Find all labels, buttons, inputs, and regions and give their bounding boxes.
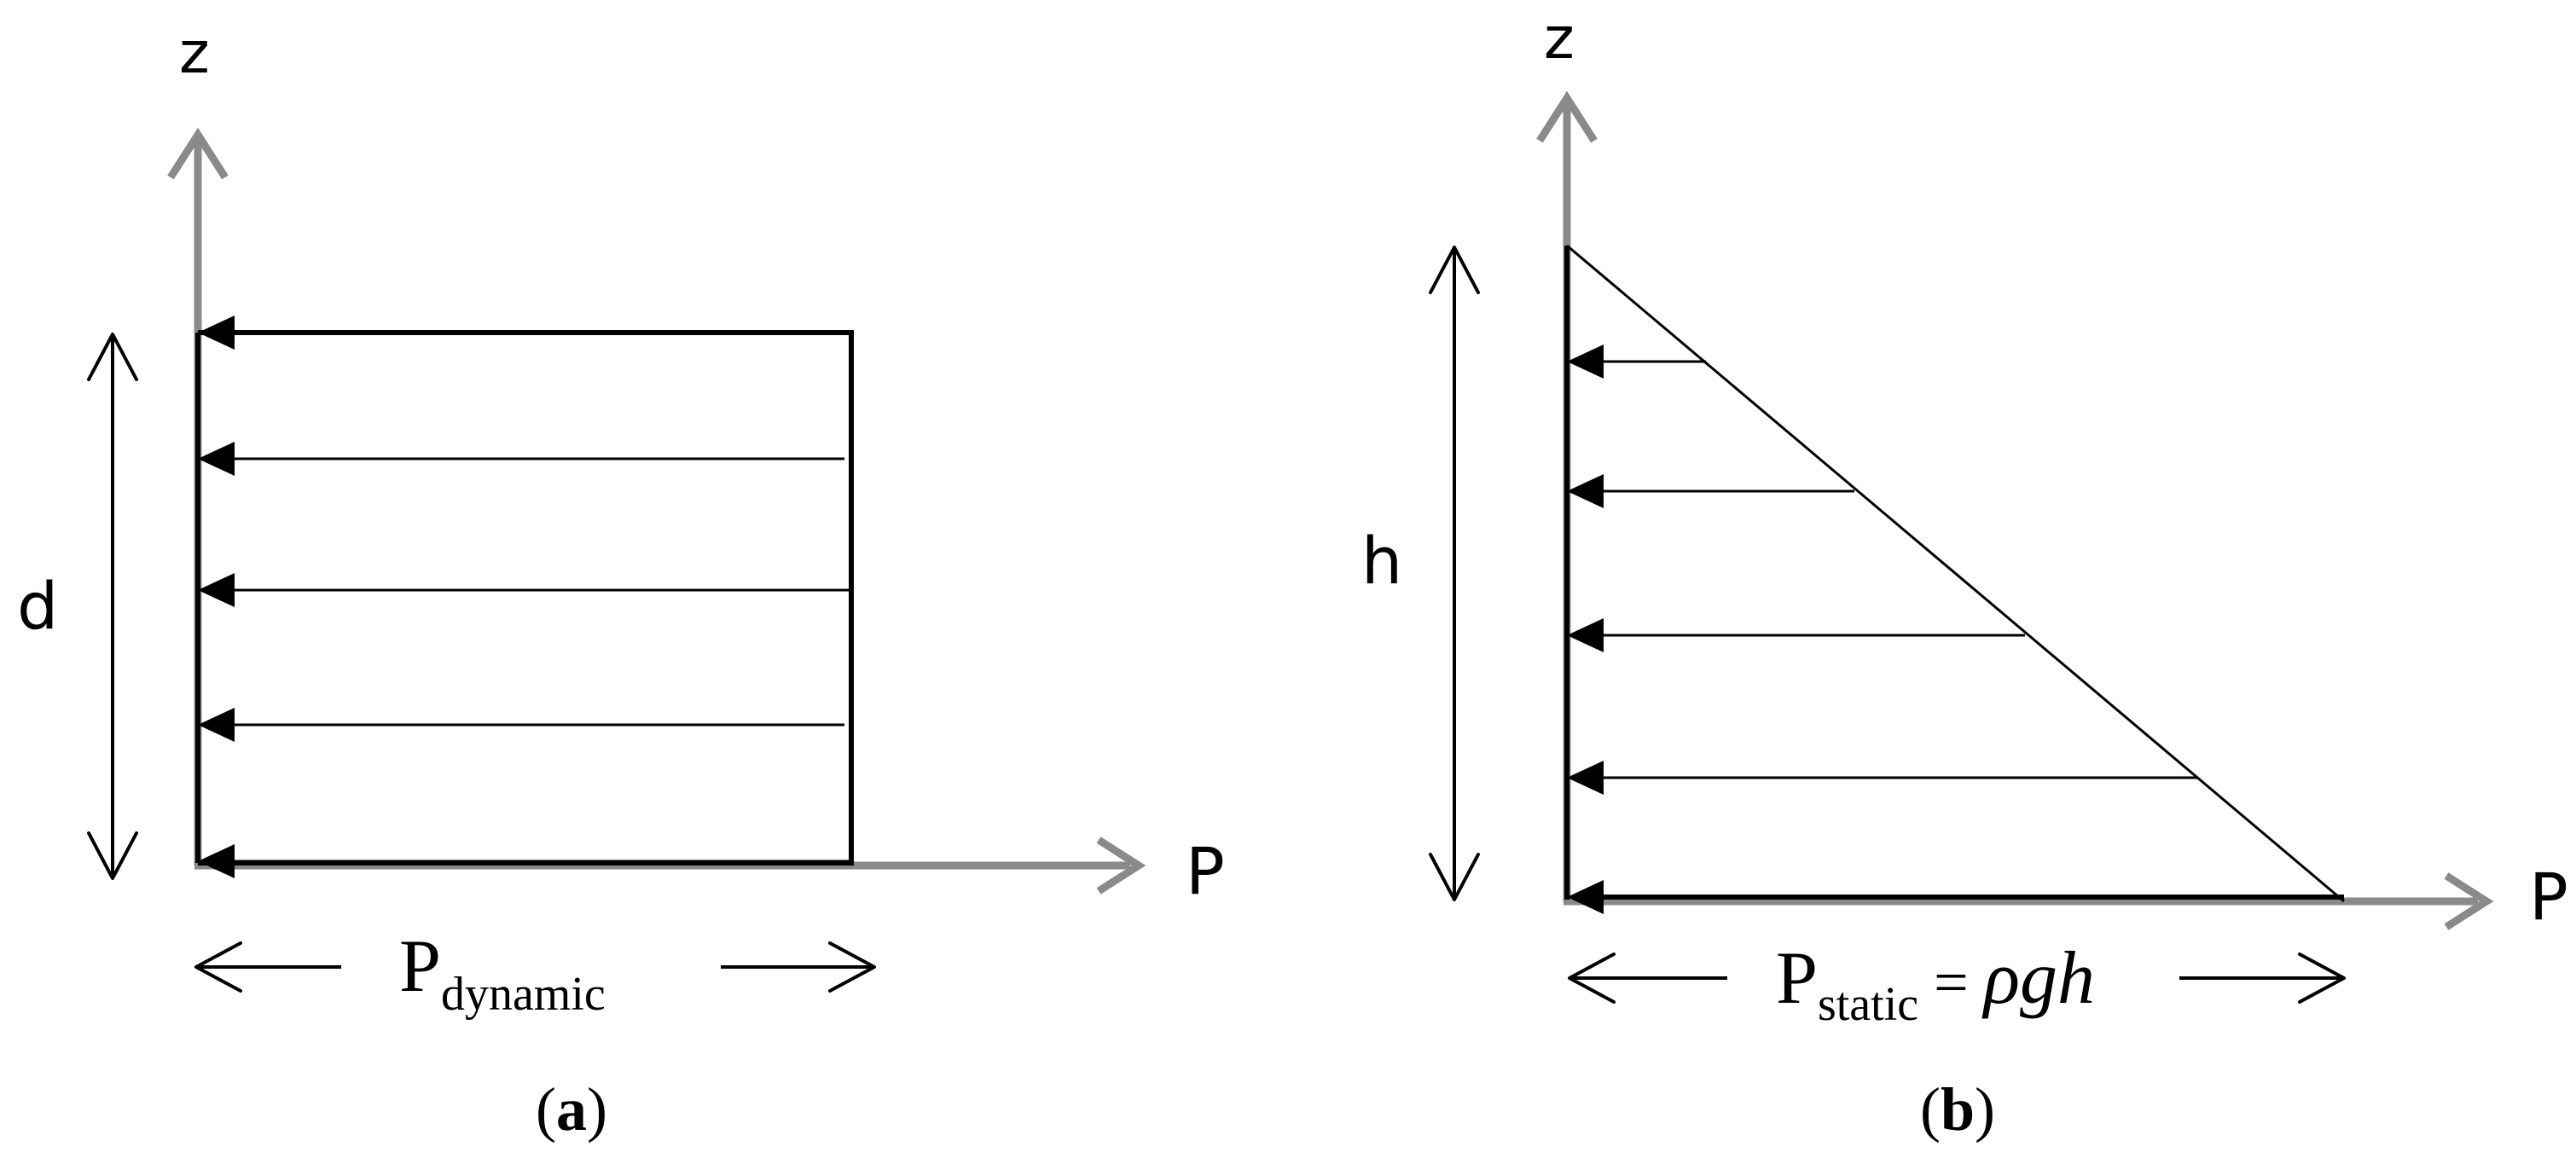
panel-b-pressure-label-equals: = <box>1918 948 1984 1016</box>
panel-b-pressure-arrow <box>1567 345 1706 379</box>
panel-a-caption-open: ( <box>536 1075 556 1144</box>
panel-a-caption-close: ) <box>587 1075 607 1144</box>
panel-b-p-axis-label: P <box>2529 859 2568 935</box>
panel-a-pressure-arrow <box>198 573 849 607</box>
panel-a-pressure-arrow <box>198 316 851 350</box>
panel-b-distribution-hypotenuse <box>1566 244 2345 903</box>
panel-a-caption: (a) <box>536 1075 607 1144</box>
panel-a-pressure-label-subscript: dynamic <box>441 968 606 1021</box>
panel-b-z-axis-arrowhead <box>1536 90 1598 143</box>
panel-a-pressure-arrow <box>198 844 851 878</box>
panel-b-height-dimension-arrow <box>1429 246 1480 901</box>
panel-b-caption: (b) <box>1920 1075 1995 1144</box>
panel-a-depth-label: d <box>17 568 58 644</box>
panel-a-pressure-arrow <box>198 708 844 742</box>
panel-a-depth-dimension-arrow <box>87 333 138 880</box>
panel-b-pressure-arrows <box>1567 345 2344 914</box>
panel-a: z P d Pdynamic (a) <box>17 20 1225 1144</box>
panel-b: z P h Pstatic = ρgh (b) <box>1361 5 2568 1144</box>
panel-a-z-axis-arrowhead <box>167 127 229 180</box>
panel-b-pressure-width-arrow <box>1568 952 2346 1004</box>
panel-b-caption-close: ) <box>1975 1075 1995 1144</box>
panel-a-z-axis-label: z <box>179 20 210 87</box>
panel-b-pressure-arrow <box>1567 474 1854 508</box>
panel-b-pressure-arrow <box>1567 761 2197 795</box>
panel-b-caption-open: ( <box>1920 1075 1941 1144</box>
panel-a-p-axis-arrowhead <box>1096 837 1146 895</box>
panel-a-distribution-outline <box>198 330 854 866</box>
panel-a-pressure-arrow <box>198 442 844 476</box>
panel-b-pressure-arrow <box>1567 618 2025 652</box>
panel-a-p-axis-label: P <box>1186 833 1225 909</box>
panel-b-pressure-arrow <box>1567 880 2344 914</box>
panel-b-z-axis-label: z <box>1544 5 1575 72</box>
panel-b-pressure-label: Pstatic = ρgh <box>1776 937 2095 1031</box>
panel-b-pressure-label-main: P <box>1776 937 1818 1020</box>
panel-a-pressure-label-main: P <box>399 925 441 1008</box>
panel-a-pressure-width-arrow <box>194 941 876 993</box>
panel-a-caption-letter: a <box>556 1075 587 1144</box>
panel-b-p-axis-arrowhead <box>2444 872 2494 930</box>
panel-a-pressure-arrows <box>198 316 851 878</box>
panel-b-caption-letter: b <box>1941 1075 1975 1144</box>
panel-b-pressure-label-subscript: static <box>1818 978 1918 1031</box>
panel-b-pressure-label-formula: ρgh <box>1981 937 2095 1020</box>
panel-b-height-label: h <box>1361 523 1402 599</box>
panel-a-pressure-label: Pdynamic <box>399 925 606 1021</box>
